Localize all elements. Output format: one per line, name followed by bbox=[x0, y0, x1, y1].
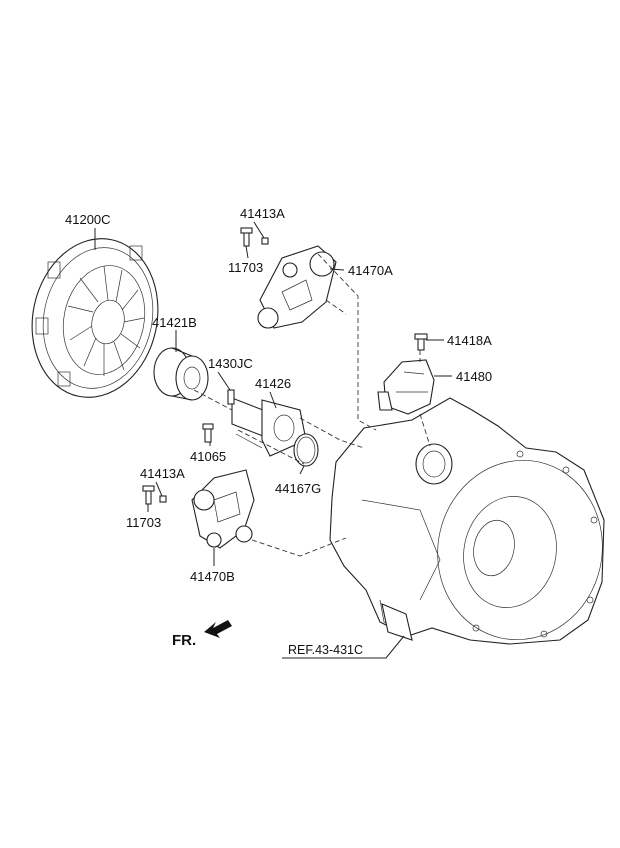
bolt-top-part bbox=[240, 227, 253, 247]
label-fork-top: 41470A bbox=[348, 263, 393, 278]
clutch-cylinder-part bbox=[377, 359, 435, 415]
label-release-bearing: 41421B bbox=[152, 315, 197, 330]
label-front: FR. bbox=[172, 632, 196, 649]
label-nut-bottom: 41413A bbox=[140, 466, 185, 481]
label-clutch-cover: 41200C bbox=[65, 212, 111, 227]
label-guide-sleeve: 41426 bbox=[255, 376, 291, 391]
transmission-housing-part bbox=[329, 397, 605, 645]
leader-lines bbox=[94, 221, 452, 659]
bolt-41065-part bbox=[202, 423, 214, 443]
label-nut-top: 41413A bbox=[240, 206, 285, 221]
bolt-41418a-part bbox=[414, 333, 428, 351]
release-bearing-part bbox=[153, 347, 209, 401]
label-bolt-41418a: 41418A bbox=[447, 333, 492, 348]
label-bolt-top: 11703 bbox=[228, 260, 263, 275]
fork-assembly-top-part bbox=[257, 245, 337, 329]
bolt-1430jc-part bbox=[227, 389, 235, 405]
label-clutch-cylinder: 41480 bbox=[456, 369, 492, 384]
label-bolt-1430jc: 1430JC bbox=[208, 356, 253, 371]
o-ring-part bbox=[293, 433, 319, 467]
label-fork-bottom: 41470B bbox=[190, 569, 235, 584]
clutch-cover-part bbox=[31, 238, 159, 398]
front-arrow-icon bbox=[204, 620, 232, 638]
label-reference: REF.43-431C bbox=[288, 643, 363, 657]
label-o-ring: 44167G bbox=[275, 481, 321, 496]
label-bolt-41065: 41065 bbox=[190, 449, 226, 464]
bolt-bottom-part bbox=[142, 485, 155, 505]
fork-assembly-bottom-part bbox=[191, 469, 255, 549]
nut-bottom-part bbox=[159, 495, 167, 503]
label-bolt-bottom: 11703 bbox=[126, 515, 161, 530]
nut-top-part bbox=[261, 237, 269, 245]
